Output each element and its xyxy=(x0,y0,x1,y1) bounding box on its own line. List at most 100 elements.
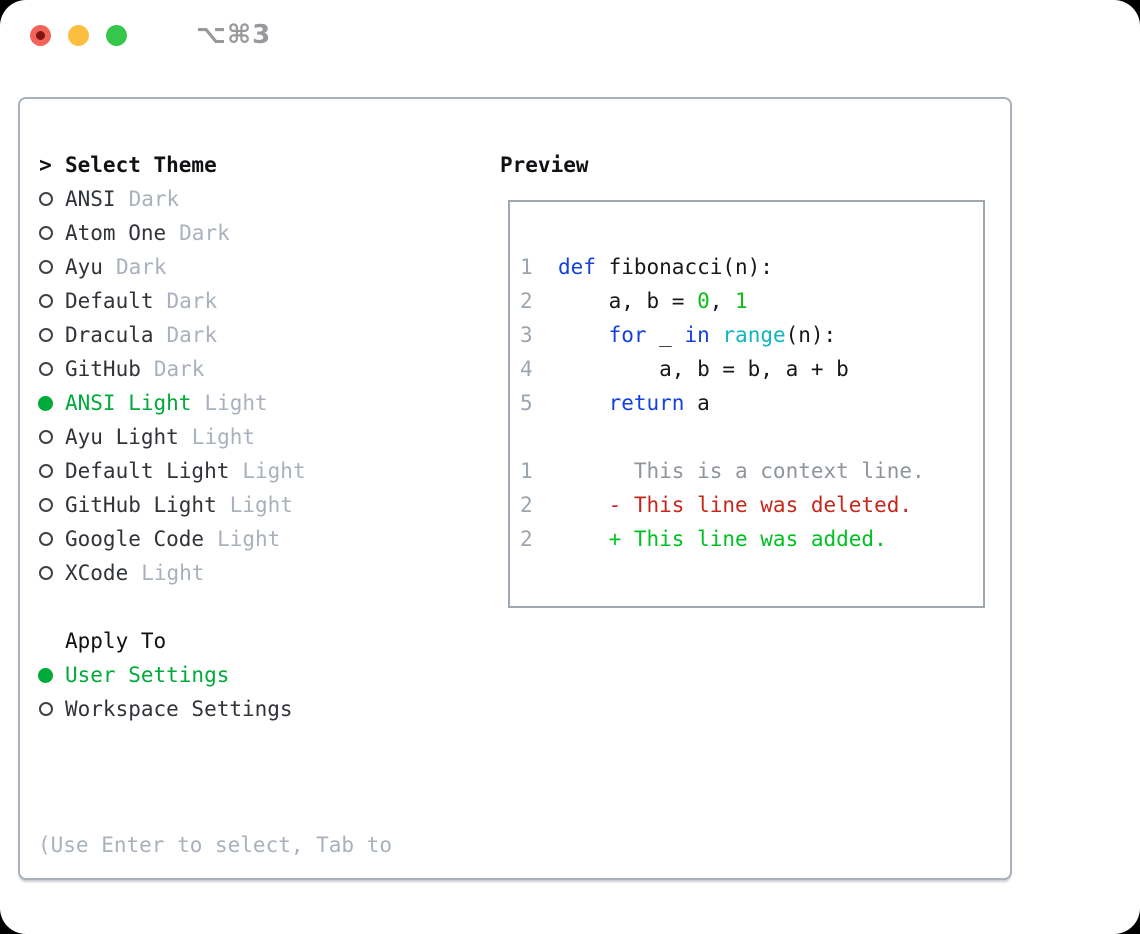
token-num: 1 xyxy=(735,289,748,313)
radio-circle xyxy=(38,362,53,376)
radio-selected-icon[interactable] xyxy=(38,386,53,420)
token-kw: def xyxy=(558,255,596,279)
radio-circle xyxy=(38,395,53,411)
radio-icon[interactable] xyxy=(38,284,53,318)
apply-to-title: Apply To xyxy=(65,629,167,653)
radio-circle xyxy=(38,498,53,512)
help-line-1: (Use Enter to select, Tab to xyxy=(38,833,393,857)
code-text: + This line was added. xyxy=(558,522,887,556)
radio-icon[interactable] xyxy=(38,488,53,522)
close-button[interactable] xyxy=(30,24,51,46)
code-text: a, b = b, a + b xyxy=(558,352,849,386)
spacer xyxy=(38,590,392,624)
radio-circle xyxy=(38,430,53,444)
window-title: ⌥⌘3 xyxy=(196,20,272,50)
radio-icon[interactable] xyxy=(38,250,53,284)
radio-icon[interactable] xyxy=(38,352,53,386)
radio-icon[interactable] xyxy=(38,182,53,216)
theme-name: ANSI Light xyxy=(65,391,192,415)
theme-name: ANSI xyxy=(65,187,116,211)
radio-icon[interactable] xyxy=(38,692,53,726)
token-ctx: This is a context line. xyxy=(558,459,925,483)
apply-target-name: User Settings xyxy=(65,663,230,687)
theme-option-default[interactable]: Default Dark xyxy=(38,284,392,318)
code-text: def fibonacci(n): xyxy=(558,250,773,284)
token-fg: a, b = b, a + b xyxy=(558,357,849,381)
apply-option-user-settings[interactable]: User Settings xyxy=(38,658,392,692)
theme-variant-tag: Dark xyxy=(128,187,180,211)
theme-variant-tag: Dark xyxy=(179,221,230,245)
theme-option-ansi-light[interactable]: ANSI Light Light xyxy=(38,386,392,420)
code-line: 3 for _ in range(n): xyxy=(520,318,983,352)
token-fg: , xyxy=(709,289,736,313)
radio-selected-icon[interactable] xyxy=(38,658,53,692)
line-number: 1 xyxy=(520,255,533,279)
theme-variant-tag: Dark xyxy=(166,289,218,313)
radio-circle xyxy=(38,532,53,546)
token-kw: return xyxy=(608,391,685,415)
radio-icon[interactable] xyxy=(38,420,53,454)
theme-name: Google Code xyxy=(65,527,205,551)
line-number: 2 xyxy=(520,493,533,517)
radio-circle xyxy=(38,328,53,342)
theme-variant-tag: Light xyxy=(141,561,205,585)
radio-icon[interactable] xyxy=(38,454,53,488)
radio-circle xyxy=(38,702,53,716)
theme-name: Atom One xyxy=(65,221,167,245)
theme-variant-tag: Light xyxy=(229,493,293,517)
line-number xyxy=(520,420,533,454)
token-kw: in xyxy=(684,323,710,347)
theme-option-xcode[interactable]: XCode Light xyxy=(38,556,392,590)
select-theme-header: > Select Theme xyxy=(38,148,392,182)
token-fg: a, b = xyxy=(558,289,698,313)
theme-variant-tag: Dark xyxy=(153,357,205,381)
minimize-button[interactable] xyxy=(68,24,89,46)
select-theme-title: Select Theme xyxy=(65,153,217,177)
theme-variant-tag: Dark xyxy=(166,323,218,347)
titlebar: ⌥⌘3 xyxy=(0,0,1140,70)
radio-icon[interactable] xyxy=(38,318,53,352)
apply-to-header: Apply To xyxy=(38,624,392,658)
zoom-button[interactable] xyxy=(106,24,127,46)
theme-name: Default Light xyxy=(65,459,230,483)
radio-circle xyxy=(38,260,53,274)
theme-name: Default xyxy=(65,289,154,313)
radio-icon[interactable] xyxy=(38,216,53,250)
radio-circle xyxy=(38,464,53,478)
theme-variant-tag: Light xyxy=(204,391,268,415)
code-line: 2 a, b = 0, 1 xyxy=(520,284,983,318)
token-add: + This line was added. xyxy=(558,527,887,551)
radio-circle xyxy=(38,566,53,580)
radio-icon[interactable] xyxy=(38,556,53,590)
token-fg: fibonacci(n): xyxy=(595,255,773,279)
theme-variant-tag: Dark xyxy=(115,255,167,279)
token-fg: a xyxy=(684,391,710,415)
radio-icon[interactable] xyxy=(38,522,53,556)
preview-header: Preview xyxy=(500,148,589,182)
theme-name: XCode xyxy=(65,561,129,585)
line-number: 3 xyxy=(520,323,533,347)
apply-option-workspace-settings[interactable]: Workspace Settings xyxy=(38,692,392,726)
preview-title: Preview xyxy=(500,153,589,177)
code-text: return a xyxy=(558,386,710,420)
theme-option-ansi[interactable]: ANSI Dark xyxy=(38,182,392,216)
code-text: - This line was deleted. xyxy=(558,488,912,522)
theme-option-atom-one[interactable]: Atom One Dark xyxy=(38,216,392,250)
code-line: 1 This is a context line. xyxy=(520,454,983,488)
code-text: This is a context line. xyxy=(558,454,925,488)
cursor-marker: > xyxy=(39,153,52,177)
radio-circle xyxy=(38,192,53,206)
token-kw: for xyxy=(608,323,647,347)
code-line: 1 def fibonacci(n): xyxy=(520,250,983,284)
